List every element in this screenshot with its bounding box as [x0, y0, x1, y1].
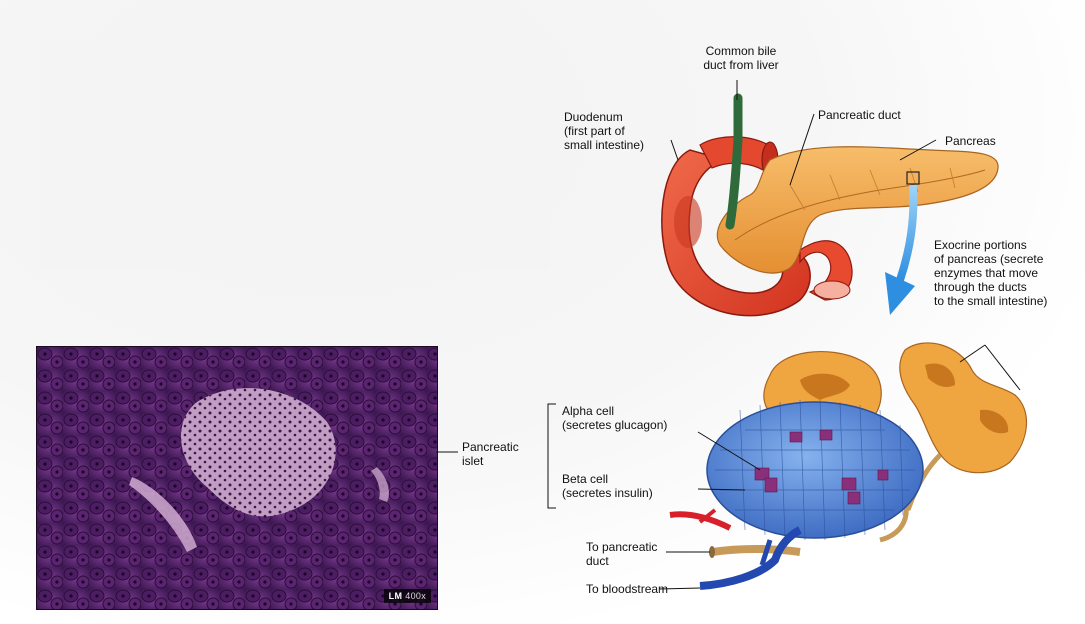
label-beta-cell: Beta cell (secretes insulin): [562, 472, 702, 500]
label-to-pancreatic-duct: To pancreatic duct: [586, 540, 686, 568]
label-pancreatic-duct: Pancreatic duct: [818, 108, 948, 122]
label-alpha-cell: Alpha cell (secretes glucagon): [562, 404, 702, 432]
label-pancreatic-islet: Pancreatic islet: [462, 440, 542, 468]
label-common-bile-duct: Common bile duct from liver: [686, 44, 796, 72]
label-exocrine: Exocrine portions of pancreas (secrete e…: [934, 238, 1084, 308]
label-to-bloodstream: To bloodstream: [586, 582, 696, 596]
label-pancreas: Pancreas: [945, 134, 1035, 148]
pancreatic-islet-illustration: [707, 400, 923, 540]
label-duodenum: Duodenum (first part of small intestine): [564, 110, 674, 152]
